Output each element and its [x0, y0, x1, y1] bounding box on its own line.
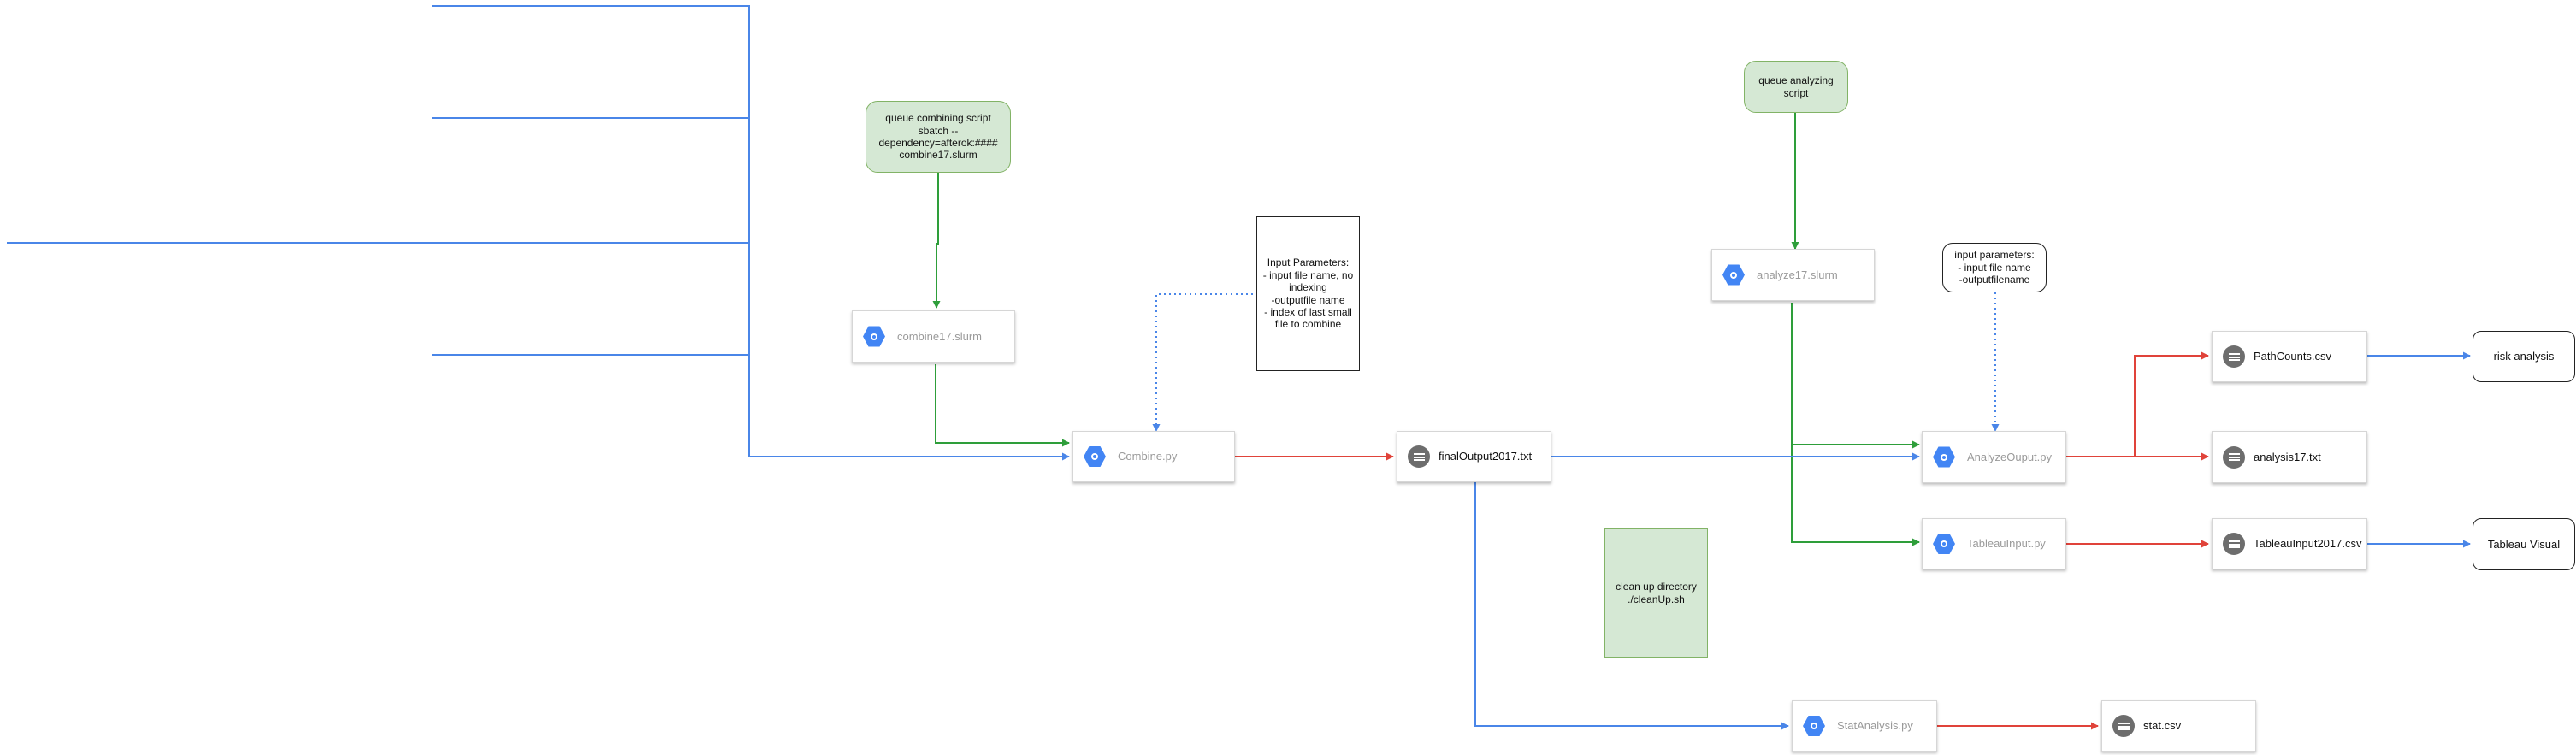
edge-slurm-to-tableau [1791, 445, 1920, 546]
input-parameters-analyze-note[interactable]: input parameters: - input file name -out… [1942, 243, 2047, 292]
process-label: TableauInput.py [1967, 537, 2046, 551]
file-path-counts[interactable]: PathCounts.csv [2212, 331, 2367, 382]
file-label: PathCounts.csv [2254, 350, 2332, 363]
file-label: finalOutput2017.txt [1439, 450, 1533, 463]
edge-analyze-to-pathcounts [2066, 351, 2209, 457]
message-icon [2223, 445, 2245, 469]
process-analyze-output[interactable]: AnalyzeOuput.py [1922, 431, 2066, 483]
process-analyze17-slurm[interactable]: analyze17.slurm [1711, 249, 1875, 301]
file-label: stat.csv [2143, 719, 2182, 733]
process-label: combine17.slurm [897, 329, 982, 343]
process-label: StatAnalysis.py [1837, 719, 1913, 733]
file-analysis17[interactable]: analysis17.txt [2212, 431, 2367, 483]
process-label: AnalyzeOuput.py [1967, 450, 2053, 463]
cleanup-note[interactable]: clean up directory ./cleanUp.sh [1604, 528, 1708, 658]
file-final-output[interactable]: finalOutput2017.txt [1397, 431, 1551, 482]
input-parameters-combine-note[interactable]: Input Parameters: - input file name, no … [1256, 216, 1360, 371]
gcp-compute-hex-icon [863, 326, 885, 347]
edge-slurm-to-combine [935, 364, 1070, 447]
message-icon [2112, 715, 2135, 737]
queue-analyzing-note[interactable]: queue analyzing script [1744, 61, 1848, 113]
gcp-compute-hex-icon [1722, 264, 1745, 286]
edge-input-1 [432, 5, 1070, 461]
edge-final-to-stat [1474, 482, 1789, 730]
file-stat-csv[interactable]: stat.csv [2101, 700, 2256, 752]
output-tableau-visual[interactable]: Tableau Visual [2473, 518, 2575, 570]
file-label: TableauInput2017.csv [2254, 537, 2362, 551]
output-risk-analysis[interactable]: risk analysis [2473, 331, 2575, 382]
gcp-compute-hex-icon [1933, 446, 1955, 468]
gcp-compute-hex-icon [1803, 716, 1825, 736]
message-icon [2223, 345, 2245, 368]
process-stat-analysis[interactable]: StatAnalysis.py [1792, 700, 1937, 752]
message-icon [1408, 445, 1430, 468]
file-tableau-input-csv[interactable]: TableauInput2017.csv [2212, 518, 2367, 569]
file-label: analysis17.txt [2254, 450, 2321, 463]
process-combine-py[interactable]: Combine.py [1072, 431, 1235, 482]
message-icon [2223, 533, 2245, 555]
process-label: Combine.py [1118, 450, 1178, 463]
process-label: analyze17.slurm [1757, 268, 1838, 281]
process-tableau-input[interactable]: TableauInput.py [1922, 518, 2066, 569]
edge-slurm-to-analyze [1791, 303, 1920, 449]
process-combine17-slurm[interactable]: combine17.slurm [852, 310, 1015, 363]
gcp-compute-hex-icon [1933, 534, 1955, 554]
edge-params-combine [1152, 293, 1253, 432]
gcp-compute-hex-icon [1084, 446, 1106, 467]
edge-queue-combine-to-slurm [932, 173, 941, 309]
queue-combining-note[interactable]: queue combining script sbatch -- depende… [866, 101, 1011, 173]
